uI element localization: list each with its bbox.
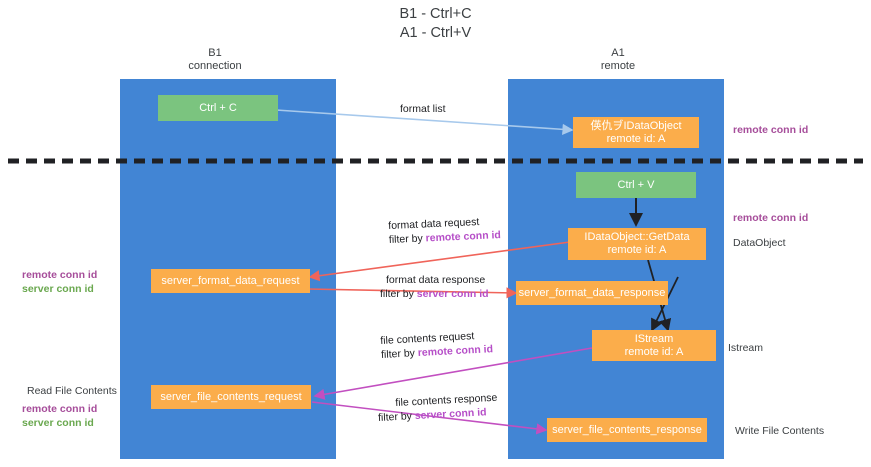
title-line-1: B1 - Ctrl+C <box>399 6 472 22</box>
annotation-right-remote-conn-id-top: remote conn id <box>733 124 809 136</box>
node-server-format-data-response-label: server_format_data_response <box>518 286 666 299</box>
node-server-file-contents-request-label: server_file_contents_request <box>160 390 302 403</box>
annotation-right-dataobject: DataObject <box>733 237 786 249</box>
node-getdata-line-2: remote id: A <box>607 244 667 256</box>
annotation-right-remote-conn-id-mid: remote conn id <box>733 212 809 224</box>
diagram-title: B1 - Ctrl+C A1 - Ctrl+V <box>0 5 871 43</box>
edge-label-file-contents-request-filter-key: remote conn id <box>417 343 494 360</box>
node-server-file-contents-response[interactable]: server_file_contents_response <box>547 418 707 442</box>
edge-label-file-contents-response-filter-prefix: filter by <box>377 410 416 424</box>
edge-label-format-data-request: format data request filter by remote con… <box>388 214 501 247</box>
annotation-right-istream: Istream <box>728 342 764 354</box>
title-line-2: A1 - Ctrl+V <box>399 25 472 41</box>
node-getdata-line-1: IDataObject::GetData <box>584 231 690 243</box>
column-header-b1: B1 connection <box>145 47 285 73</box>
node-istream-line-2: remote id: A <box>624 345 684 358</box>
edge-label-format-data-request-filter-prefix: filter by <box>388 232 426 246</box>
annotation-left-remote-conn-id-2: remote conn id <box>22 403 98 415</box>
edge-label-file-contents-response: file contents response filter by server … <box>377 391 498 425</box>
edge-label-format-data-response-filter-prefix: filter by <box>380 288 417 300</box>
node-ctrl-v-label: Ctrl + V <box>617 178 655 191</box>
node-idataobject-line-1: 偀仇ヺIDataObject <box>590 119 682 132</box>
edge-label-file-contents-request: file contents request filter by remote c… <box>380 328 493 362</box>
node-idataobject-line-2: remote id: A <box>606 132 666 145</box>
node-server-file-contents-request[interactable]: server_file_contents_request <box>151 385 311 409</box>
node-ctrl-c-label: Ctrl + C <box>199 101 237 114</box>
column-header-a1-role: remote <box>600 60 636 72</box>
edge-label-file-contents-response-filter-key: server conn id <box>414 406 487 423</box>
annotation-left-server-conn-id-2: server conn id <box>22 417 94 429</box>
edge-label-format-data-request-filter-key: remote conn id <box>425 229 502 245</box>
node-ctrl-v[interactable]: Ctrl + V <box>576 172 696 198</box>
node-istream-line-1: IStream <box>634 332 674 345</box>
node-server-format-data-request-label: server_format_data_request <box>161 274 300 287</box>
column-header-b1-name: B1 <box>208 47 222 59</box>
edge-label-format-data-response-text: format data response <box>386 274 486 286</box>
edge-label-format-data-response: format data response filter by server co… <box>380 273 489 301</box>
column-header-a1-name: A1 <box>611 47 625 59</box>
node-server-file-contents-response-label: server_file_contents_response <box>552 423 702 436</box>
annotation-left-conn-ids-bottom: remote conn id server conn id <box>22 402 97 430</box>
annotation-left-conn-ids-top: remote conn id server conn id <box>22 268 97 296</box>
edge-label-file-contents-request-filter-prefix: filter by <box>380 347 419 361</box>
edge-label-format-data-response-filter-key: server conn id <box>416 288 489 300</box>
annotation-left-server-conn-id: server conn id <box>22 283 94 295</box>
column-header-a1: A1 remote <box>548 47 688 73</box>
edge-label-format-list-text: format list <box>400 103 446 115</box>
annotation-right-write-file-contents: Write File Contents <box>735 425 825 437</box>
node-idataobject[interactable]: 偀仇ヺIDataObject remote id: A <box>573 117 699 148</box>
annotation-left-remote-conn-id: remote conn id <box>22 269 98 281</box>
edge-label-format-list: format list <box>400 102 446 116</box>
node-ctrl-c[interactable]: Ctrl + C <box>158 95 278 121</box>
annotation-left-read-file-contents: Read File Contents <box>27 385 117 397</box>
node-idataobject-getdata[interactable]: IDataObject::GetData remote id: A <box>568 228 706 260</box>
column-header-b1-role: connection <box>188 60 242 72</box>
node-istream[interactable]: IStream remote id: A <box>592 330 716 361</box>
node-server-format-data-response[interactable]: server_format_data_response <box>516 281 668 305</box>
node-server-format-data-request[interactable]: server_format_data_request <box>151 269 310 293</box>
